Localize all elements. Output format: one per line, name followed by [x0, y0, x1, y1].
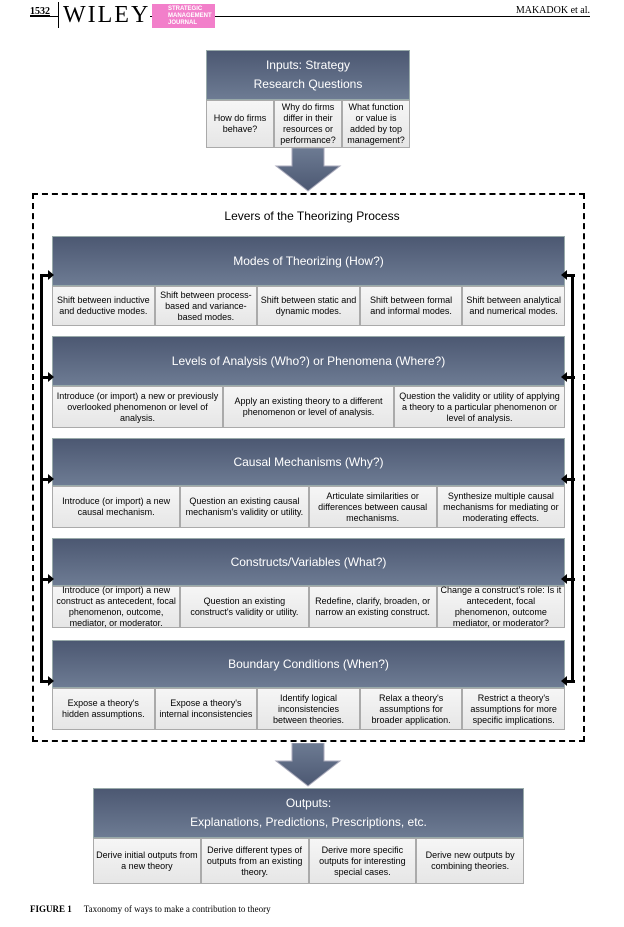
lever-item: Articulate similarities or differences b… — [308, 486, 437, 528]
lever-item: Question an existing construct's validit… — [180, 586, 309, 628]
right-arrow-icon — [40, 676, 54, 686]
input-item: Why do firms differ in their resources o… — [274, 100, 342, 148]
left-arrow-icon — [561, 474, 575, 484]
lever-item: Shift between static and dynamic modes. — [257, 286, 360, 326]
lever-section-header: Modes of Theorizing (How?) — [52, 236, 565, 286]
lever-section: Modes of Theorizing (How?)Shift between … — [52, 236, 565, 326]
lever-item: Question an existing causal mechanism's … — [180, 486, 309, 528]
right-arrow-icon — [40, 372, 54, 382]
lever-section: Causal Mechanisms (Why?)Introduce (or im… — [52, 438, 565, 528]
right-arrow-icon — [40, 474, 54, 484]
figure-caption: FIGURE 1 Taxonomy of ways to make a contr… — [30, 904, 271, 914]
running-head-authors: MAKADOK et al. — [511, 5, 590, 16]
lever-section-header: Causal Mechanisms (Why?) — [52, 438, 565, 486]
caption-text: Taxonomy of ways to make a contribution … — [83, 904, 271, 914]
right-arrow-icon — [40, 574, 54, 584]
page-number: 1532 — [30, 6, 50, 17]
lever-item: Introduce (or import) a new construct as… — [52, 585, 181, 628]
lever-item: Question the validity or utility of appl… — [394, 386, 565, 428]
lever-item: Introduce (or import) a new causal mecha… — [52, 486, 181, 528]
lever-section: Constructs/Variables (What?)Introduce (o… — [52, 538, 565, 628]
lever-item: Expose a theory's internal inconsistenci… — [154, 688, 258, 730]
input-item: What function or value is added by top m… — [342, 100, 410, 148]
caption-label: FIGURE 1 — [30, 904, 72, 914]
left-arrow-icon — [561, 270, 575, 280]
lever-item: Shift between formal and informal modes. — [359, 286, 463, 326]
output-item: Derive new outputs by combining theories… — [416, 838, 524, 884]
lever-section: Boundary Conditions (When?)Expose a theo… — [52, 640, 565, 730]
left-arrow-icon — [561, 372, 575, 382]
lever-item: Apply an existing theory to a different … — [223, 386, 394, 428]
down-arrow-icon — [274, 743, 342, 787]
outputs-title-line2: Explanations, Predictions, Prescriptions… — [190, 815, 427, 829]
lever-item: Expose a theory's hidden assumptions. — [52, 688, 155, 730]
output-item: Derive different types of outputs from a… — [200, 838, 309, 884]
lever-section-header: Levels of Analysis (Who?) or Phenomena (… — [52, 336, 565, 386]
lever-item: Redefine, clarify, broaden, or narrow an… — [308, 586, 437, 628]
header-rule — [30, 16, 590, 17]
outputs-header: Outputs: Explanations, Predictions, Pres… — [93, 788, 524, 838]
lever-item: Shift between inductive and deductive mo… — [52, 286, 155, 326]
down-arrow-icon — [274, 148, 342, 192]
lever-section-header: Boundary Conditions (When?) — [52, 640, 565, 688]
publisher-logo: WILEY — [58, 2, 151, 28]
levers-boundary — [32, 193, 585, 742]
input-item: How do firms behave? — [206, 100, 274, 148]
inputs-block: Inputs: Strategy Research Questions How … — [206, 50, 410, 148]
lever-item: Change a construct's role: Is it anteced… — [436, 585, 565, 628]
lever-item: Identify logical inconsistencies between… — [257, 688, 360, 730]
output-item: Derive more specific outputs for interes… — [308, 838, 417, 884]
left-arrow-icon — [561, 676, 575, 686]
lever-section: Levels of Analysis (Who?) or Phenomena (… — [52, 336, 565, 428]
outputs-title-line1: Outputs: — [285, 796, 332, 810]
lever-item: Shift between analytical and numerical m… — [462, 286, 565, 326]
inputs-header: Inputs: Strategy Research Questions — [206, 50, 410, 100]
outputs-block: Outputs: Explanations, Predictions, Pres… — [93, 788, 524, 884]
lever-item: Shift between process-based and variance… — [154, 286, 258, 326]
lever-item: Relax a theory's assumptions for broader… — [359, 688, 463, 730]
right-arrow-icon — [40, 270, 54, 280]
left-arrow-icon — [561, 574, 575, 584]
left-feedback-line — [40, 274, 43, 681]
lever-item: Synthesize multiple causal mechanisms fo… — [436, 486, 565, 528]
output-item: Derive initial outputs from a new theory — [93, 838, 201, 884]
lever-item: Introduce (or import) a new or previousl… — [52, 386, 223, 428]
right-feedback-line — [571, 274, 574, 681]
levers-title: Levers of the Theorizing Process — [224, 209, 400, 223]
lever-section-header: Constructs/Variables (What?) — [52, 538, 565, 586]
lever-item: Restrict a theory's assumptions for more… — [462, 688, 565, 730]
